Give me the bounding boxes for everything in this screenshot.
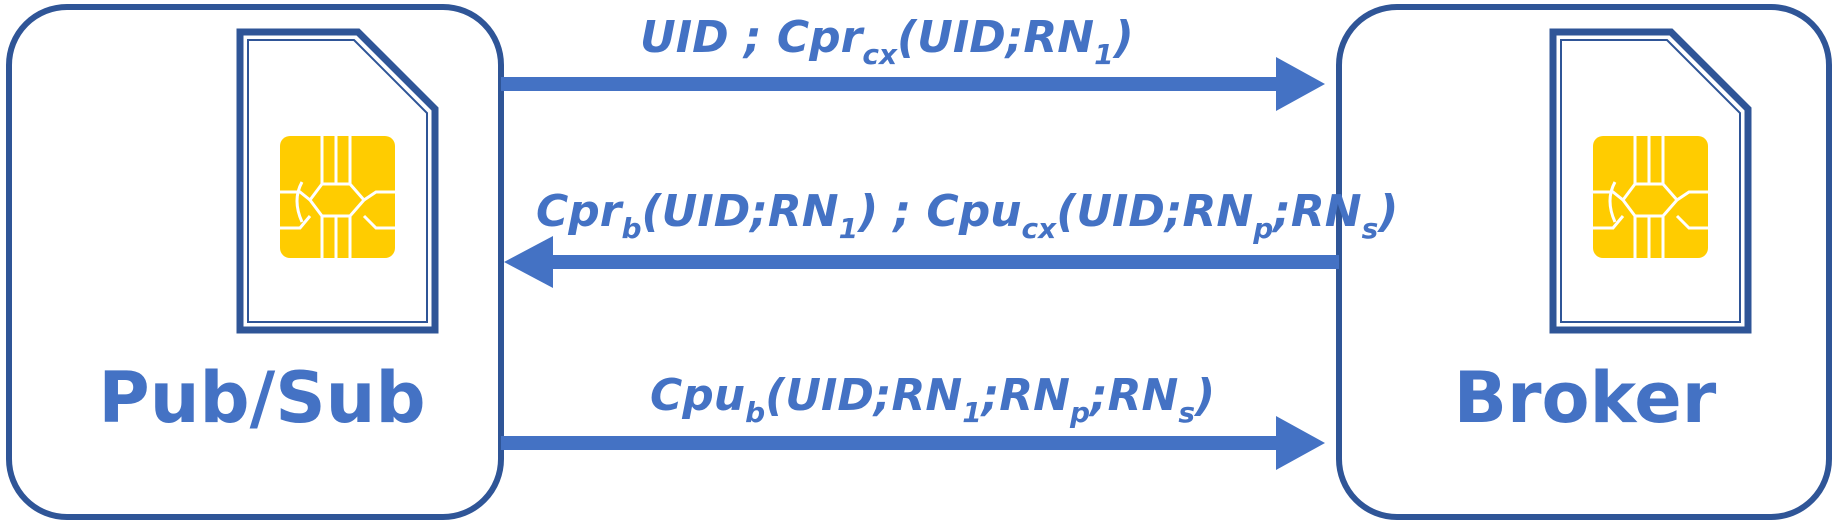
message-text: ) xyxy=(1112,12,1134,63)
message-subscript: b xyxy=(622,212,642,245)
message-subscript: b xyxy=(745,396,765,429)
entity-pub-sub: Pub/Sub xyxy=(6,4,504,520)
entity-label-broker: Broker xyxy=(1454,357,1717,439)
message-subscript: cx xyxy=(862,38,898,71)
message-subscript: p xyxy=(1069,396,1090,429)
message-text: UID ; xyxy=(640,12,777,63)
message-subscript: 1 xyxy=(839,212,858,245)
message-subscript: s xyxy=(1178,396,1195,429)
message-subscript: 1 xyxy=(1094,38,1113,71)
message-text: ) xyxy=(1193,370,1215,421)
arrow-3 xyxy=(501,416,1325,470)
sim-card-icon xyxy=(1553,32,1748,330)
message-subscript: s xyxy=(1362,212,1379,245)
message-subscript: 1 xyxy=(962,396,981,429)
message-text: ;RN xyxy=(1271,186,1361,237)
message-text: Cpu xyxy=(650,370,745,421)
message-label-1: UID ; Cprcx(UID;RN1) xyxy=(640,12,1134,71)
message-text: ) ; Cpu xyxy=(856,186,1021,237)
message-text: (UID;RN xyxy=(642,186,839,237)
message-text: ) xyxy=(1376,186,1398,237)
message-text: ;RN xyxy=(1088,370,1178,421)
message-text: ;RN xyxy=(980,370,1070,421)
sim-card-icon xyxy=(240,32,435,330)
entity-broker: Broker xyxy=(1336,4,1832,520)
message-subscript: p xyxy=(1252,212,1273,245)
message-subscript: cx xyxy=(1022,212,1058,245)
message-text: (UID;RN xyxy=(1056,186,1253,237)
arrow-2 xyxy=(504,236,1339,288)
message-text: Cpr xyxy=(777,12,865,63)
arrow-1 xyxy=(501,57,1325,111)
message-label-2: Cprb(UID;RN1) ; Cpucx(UID;RNp;RNs) xyxy=(536,186,1398,245)
message-text: (UID;RN xyxy=(897,12,1094,63)
message-text: Cpr xyxy=(536,186,624,237)
message-label-3: Cpub(UID;RN1;RNp;RNs) xyxy=(650,370,1215,429)
message-text: (UID;RN xyxy=(765,370,962,421)
entity-label-pub-sub: Pub/Sub xyxy=(98,357,425,439)
